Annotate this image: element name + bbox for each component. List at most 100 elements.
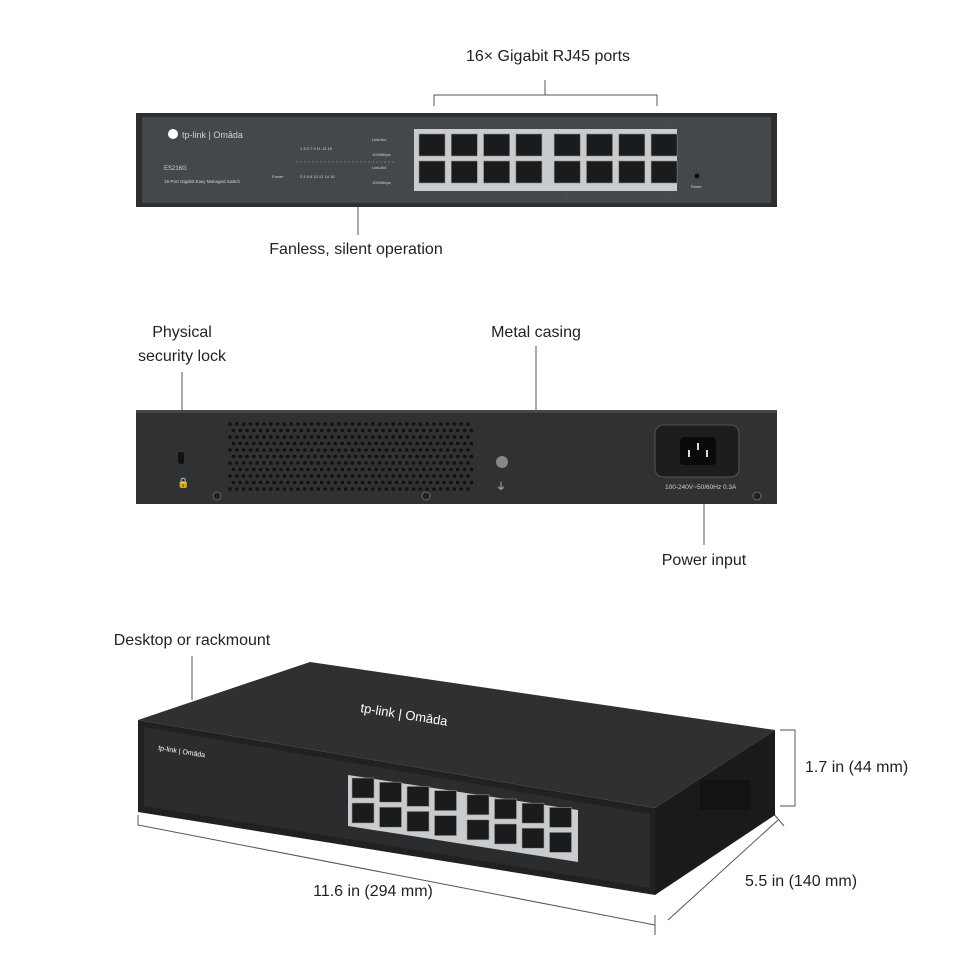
vent-hole [235,435,239,439]
rj45-port[interactable] [351,802,375,824]
rj45-port[interactable] [379,781,402,803]
vent-hole [231,467,236,472]
rj45-port[interactable] [586,160,613,184]
vent-hole [255,448,259,452]
vent-hole [442,454,447,459]
port-number: 6 [495,195,498,200]
vent-hole [354,467,358,472]
reset-button[interactable] [694,173,700,179]
vent-hole [391,422,396,426]
vent-hole [357,422,362,426]
height-bracket [780,729,796,807]
port-number: 15 [662,122,667,127]
rj45-port[interactable] [406,786,430,807]
rj45-port[interactable] [515,160,543,184]
rj45-port[interactable] [521,802,545,824]
rj45-port[interactable] [650,133,678,157]
rj45-port[interactable] [553,160,581,184]
rj45-port[interactable] [418,160,446,184]
vent-hole [245,480,249,485]
vent-hole [360,480,365,485]
rj45-port[interactable] [418,133,446,157]
vent-hole [405,435,409,439]
rj45-port[interactable] [521,827,545,849]
rj45-port[interactable] [466,819,490,841]
vent-hole [255,487,259,491]
rj45-port[interactable] [553,133,581,157]
vent-hole [449,428,453,433]
vent-hole [337,474,341,478]
vent-hole [445,448,450,452]
vent-hole [354,480,358,485]
vent-hole [282,461,287,465]
port-number: 16 [662,195,667,200]
security-lock-slot[interactable] [178,452,184,464]
vent-hole [364,474,368,478]
vent-hole [418,435,423,439]
vent-hole [235,448,239,452]
vent-hole [357,435,362,439]
vent-hole [279,441,283,446]
port-number: 10 [565,195,570,200]
vent-hole [435,428,440,433]
vent-hole [445,487,450,491]
vent-hole [306,480,311,485]
port-number: 9 [565,122,568,127]
vent-hole [408,467,413,472]
rj45-port[interactable] [406,811,430,832]
vent-hole [432,435,436,439]
vent-hole [360,467,365,472]
rj45-port[interactable] [549,807,572,828]
rj45-port[interactable] [450,160,478,184]
rj45-port[interactable] [618,160,646,184]
vent-hole [425,448,430,452]
rj45-port[interactable] [618,133,646,157]
vent-hole [435,454,440,459]
rj45-port[interactable] [483,160,510,184]
vent-hole [462,480,467,485]
vent-hole [459,474,464,478]
rj45-port[interactable] [434,815,457,836]
vent-hole [381,454,385,459]
vent-hole [303,474,307,478]
vent-hole [350,474,355,478]
rj45-port[interactable] [494,798,517,820]
vent-hole [374,454,379,459]
vent-hole [367,467,372,472]
rj45-port[interactable] [466,794,490,816]
vent-hole [432,487,436,491]
vent-hole [326,428,331,433]
rj45-port[interactable] [450,133,478,157]
vent-hole [381,428,385,433]
rj45-port[interactable] [549,832,572,853]
vent-hole [384,487,389,491]
vent-hole [394,441,399,446]
rj45-port[interactable] [379,806,402,828]
rj45-port[interactable] [515,133,543,157]
vent-hole [408,441,413,446]
vent-hole [469,428,474,433]
vent-hole [411,487,416,491]
vent-hole [405,474,409,478]
rj45-port[interactable] [351,777,375,799]
rj45-port[interactable] [483,133,510,157]
vent-hole [333,467,338,472]
vent-hole [235,422,239,426]
vent-hole [384,422,389,426]
front-panel: tp-link | Omāda ES216G 16-Port Gigabit E… [136,113,777,207]
vent-hole [316,435,321,439]
rj45-port[interactable] [494,823,517,845]
vent-hole [425,487,430,491]
vent-hole [374,480,379,485]
vent-hole [299,441,304,446]
vent-hole [371,487,375,491]
screw [752,491,762,501]
vent-hole [303,422,307,426]
vent-hole [425,461,430,465]
rj45-port[interactable] [650,160,678,184]
vent-hole [303,461,307,465]
vent-hole [323,487,328,491]
rj45-port[interactable] [586,133,613,157]
rj45-port[interactable] [434,790,457,811]
vent-hole [275,461,280,465]
